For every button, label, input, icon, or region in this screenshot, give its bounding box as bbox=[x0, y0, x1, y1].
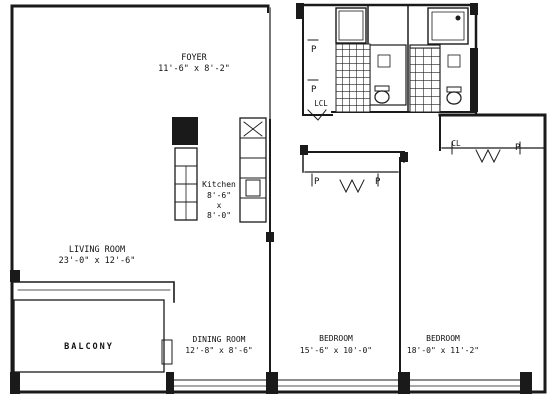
kitchen-counter-right bbox=[239, 117, 267, 223]
stove bbox=[245, 179, 261, 197]
balcony-rail bbox=[13, 281, 175, 303]
foyer-label: FOYER bbox=[181, 53, 207, 63]
living-room-label: LIVING ROOM bbox=[68, 245, 126, 255]
bathroom-tile-floor-right bbox=[409, 47, 441, 113]
bedroom-2-label: BEDROOM bbox=[426, 334, 460, 343]
bathtub-right bbox=[427, 7, 469, 45]
kitchen-label: Kitchen bbox=[202, 180, 236, 189]
balcony-label: BALCONY bbox=[64, 342, 114, 352]
bathroom-tile-floor-left bbox=[335, 43, 371, 113]
kitchen-column bbox=[172, 117, 198, 145]
dining-room-label: DINING ROOM bbox=[192, 335, 246, 344]
closet-label-lcl: LCL bbox=[314, 99, 328, 108]
kitchen-dimension-2: 8'-0" bbox=[206, 211, 232, 220]
closet-mark-3: P bbox=[314, 177, 320, 187]
bedroom-2-dimensions: 18'-0" x 11'-2" bbox=[406, 346, 480, 355]
kitchen-dimension-1: 8'-6" bbox=[206, 191, 232, 200]
closet-mark-4: P bbox=[375, 177, 381, 187]
kitchen-dimension-x: x bbox=[216, 201, 222, 210]
balcony-outline bbox=[13, 299, 165, 373]
living-room-dimensions: 23'-0" x 12'-6" bbox=[58, 256, 136, 266]
bedroom-1-dimensions: 15'-6" x 10'-0" bbox=[299, 346, 373, 355]
closet-label-cl: CL bbox=[451, 139, 461, 148]
closet-mark-1: P bbox=[311, 45, 317, 55]
foyer-dimensions: 11'-6" x 8'-2" bbox=[158, 64, 230, 74]
bedroom-1-label: BEDROOM bbox=[319, 334, 353, 343]
dining-room-dimensions: 12'-8" x 8'-6" bbox=[185, 346, 253, 355]
closet-mark-2: P bbox=[311, 85, 317, 95]
bathtub-left bbox=[335, 7, 367, 44]
closet-mark-5: P bbox=[515, 143, 521, 153]
